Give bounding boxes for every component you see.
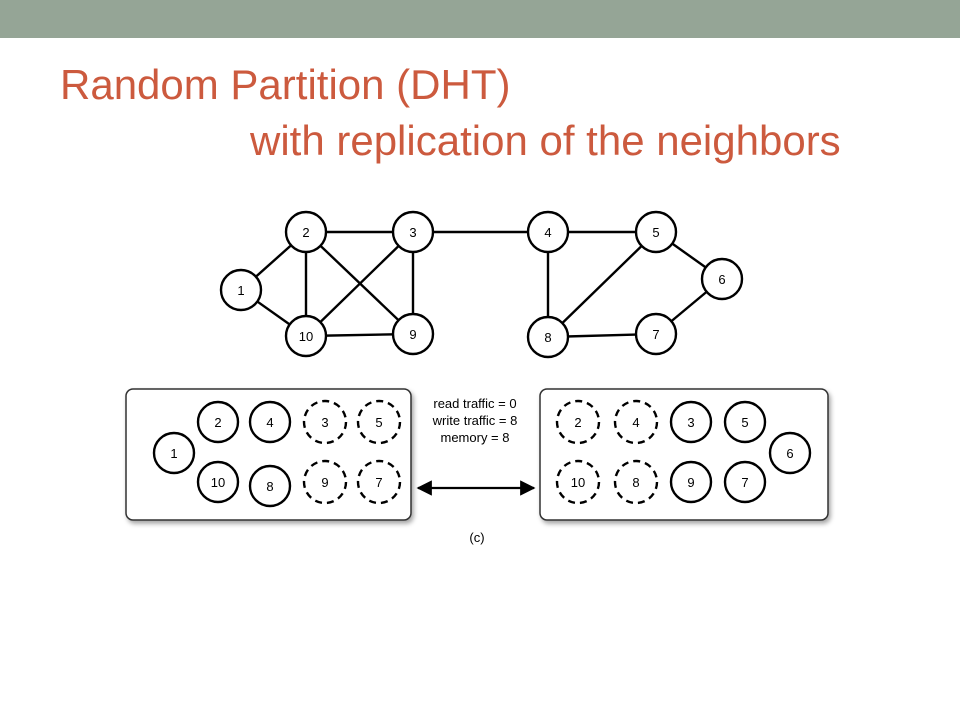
svg-text:5: 5 [375,415,382,430]
graph-node-9: 9 [391,312,435,356]
left-replica-5: 5 [356,399,402,445]
svg-text:6: 6 [786,446,793,461]
graph-node-1: 1 [219,268,263,312]
right-replica-4: 4 [613,399,659,445]
graph-node-8: 8 [526,315,570,359]
stat-write-traffic: write traffic = 8 [432,413,518,428]
svg-text:2: 2 [574,415,581,430]
stat-read-traffic: read traffic = 0 [433,396,516,411]
graph-node-6: 6 [700,257,744,301]
svg-text:5: 5 [652,225,659,240]
graph-node-7: 7 [634,312,678,356]
top-bar [0,0,960,38]
left-replica-7: 7 [356,459,402,505]
graph-node-10: 10 [284,314,328,358]
left-replica-9: 9 [302,459,348,505]
svg-text:2: 2 [302,225,309,240]
svg-text:10: 10 [571,475,585,490]
graph-node-5: 5 [634,210,678,254]
svg-text:8: 8 [544,330,551,345]
graph-nodes: 1 2 3 4 5 6 7 8 9 10 [219,210,744,359]
svg-text:3: 3 [409,225,416,240]
svg-text:7: 7 [652,327,659,342]
svg-text:3: 3 [687,415,694,430]
left-node-2: 2 [196,400,240,444]
right-node-6: 6 [768,431,812,475]
svg-text:7: 7 [741,475,748,490]
right-node-7: 7 [723,460,767,504]
slide-title: Random Partition (DHT) [60,61,511,108]
svg-text:1: 1 [237,283,244,298]
right-node-5: 5 [723,400,767,444]
left-node-10: 10 [196,460,240,504]
edge-3-10 [305,231,414,337]
svg-text:8: 8 [632,475,639,490]
slide-subtitle: with replication of the neighbors [250,117,841,164]
partition-left: 1 2 4 10 8 3 5 9 7 [125,388,412,521]
right-node-9: 9 [669,460,713,504]
left-node-1: 1 [152,431,196,475]
svg-text:6: 6 [718,272,725,287]
svg-text:10: 10 [299,329,313,344]
svg-text:10: 10 [211,475,225,490]
svg-text:8: 8 [266,479,273,494]
svg-text:4: 4 [632,415,639,430]
svg-text:5: 5 [741,415,748,430]
right-node-3: 3 [669,400,713,444]
left-node-8: 8 [248,464,292,508]
svg-text:9: 9 [687,475,694,490]
edge-5-8 [547,231,657,338]
figure-caption: (c) [469,530,484,545]
svg-text:1: 1 [170,446,177,461]
graph-node-2: 2 [284,210,328,254]
left-replica-3: 3 [302,399,348,445]
right-replica-8: 8 [613,459,659,505]
svg-text:2: 2 [214,415,221,430]
svg-text:9: 9 [321,475,328,490]
svg-text:7: 7 [375,475,382,490]
graph-node-4: 4 [526,210,570,254]
left-node-4: 4 [248,400,292,444]
right-replica-10: 10 [555,459,601,505]
svg-text:4: 4 [544,225,551,240]
svg-text:4: 4 [266,415,273,430]
svg-text:9: 9 [409,327,416,342]
graph-node-3: 3 [391,210,435,254]
stat-memory: memory = 8 [441,430,510,445]
right-replica-2: 2 [555,399,601,445]
svg-text:3: 3 [321,415,328,430]
partition-right: 2 4 10 8 3 5 6 9 7 [539,388,829,521]
